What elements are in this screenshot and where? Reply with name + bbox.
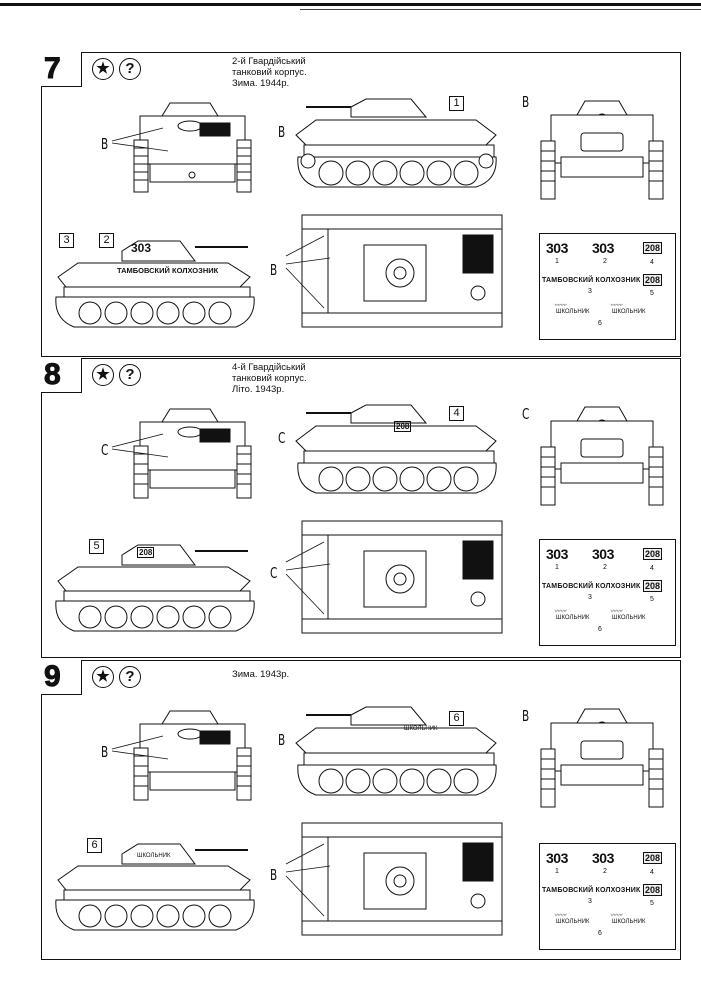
- color-tag: B: [522, 93, 530, 111]
- decal-303: 303: [546, 240, 568, 256]
- color-tag: B: [278, 123, 286, 141]
- tank-top-view: [301, 822, 503, 936]
- color-tag: C: [101, 441, 109, 459]
- scheme-caption: Зима. 1943р.: [232, 669, 290, 680]
- turret-number: 208: [394, 421, 412, 432]
- leader-lines: [111, 735, 169, 760]
- decal-sheet: 303 303 208 208 1 2 4 ТАМБОВСКИЙ КОЛХОЗН…: [539, 233, 676, 340]
- tank-front-view: [133, 102, 252, 193]
- color-tag: C: [278, 429, 286, 447]
- marking-callout: 3: [59, 233, 74, 248]
- color-tag: B: [278, 731, 286, 749]
- color-tag: B: [270, 261, 278, 279]
- color-tag: B: [101, 743, 109, 761]
- decal-208: 208: [643, 852, 663, 864]
- decal-signature: 〰〰: [610, 303, 623, 309]
- decal-208: 208: [643, 884, 663, 896]
- color-tag: C: [522, 405, 530, 423]
- decal-303: 303: [546, 850, 568, 866]
- scheme-number-box: 9: [41, 660, 82, 695]
- tank-side-view: [295, 404, 497, 494]
- decal-signature: 〰〰: [610, 913, 623, 919]
- leader-lines: [285, 235, 331, 309]
- tank-top-view: [301, 520, 503, 634]
- turret-number: 208: [137, 547, 155, 558]
- marking-callout: 1: [449, 96, 464, 111]
- tank-rear-view: [540, 406, 664, 506]
- star-in-circle-icon: ★: [92, 58, 114, 80]
- scheme-panel-7: 7 ★ ? 2-й Гвардійський танковий корпус. …: [41, 52, 681, 357]
- scheme-number: 7: [44, 52, 62, 86]
- question-mark-icon: ?: [119, 364, 141, 386]
- decal-signature: 〰〰: [554, 913, 567, 919]
- marking-callout: 5: [89, 539, 104, 554]
- decal-sheet: 303 303 208 208 1 2 4 ТАМБОВСКИЙ КОЛХОЗН…: [539, 843, 676, 950]
- tank-top-view: [301, 214, 503, 328]
- scheme-caption: 4-й Гвардійський танковий корпус. Літо. …: [232, 362, 307, 395]
- decal-208: 208: [643, 274, 663, 286]
- decal-signature: 〰〰: [554, 303, 567, 309]
- scheme-caption: 2-й Гвардійський танковий корпус. Зима. …: [232, 56, 307, 89]
- tank-front-view: [133, 408, 252, 499]
- leader-lines: [285, 843, 331, 917]
- decal-208: 208: [643, 242, 663, 254]
- decal-208: 208: [643, 548, 663, 560]
- color-tag: C: [270, 564, 278, 582]
- decal-303: 303: [592, 240, 614, 256]
- tank-front-view: [133, 710, 252, 801]
- scheme-number: 9: [44, 660, 62, 694]
- marking-callout: 6: [449, 711, 464, 726]
- decal-303: 303: [546, 546, 568, 562]
- decal-303: 303: [592, 850, 614, 866]
- decal-sheet: 303 303 208 208 1 2 4 ТАМБОВСКИЙ КОЛХОЗН…: [539, 539, 676, 646]
- decal-208: 208: [643, 580, 663, 592]
- hull-slogan: ТАМБОВСКИЙ КОЛХОЗНИК: [117, 266, 219, 275]
- decal-signature: 〰〰: [610, 609, 623, 615]
- turret-signature: ШКОЛЬНИК: [404, 726, 438, 732]
- color-tag: B: [522, 707, 530, 725]
- tank-side-view-left: [55, 544, 255, 632]
- decal-slogan: ТАМБОВСКИЙ КОЛХОЗНИК: [542, 277, 641, 284]
- tank-rear-view: [540, 100, 664, 200]
- star-in-circle-icon: ★: [92, 364, 114, 386]
- marking-callout: 4: [449, 406, 464, 421]
- tank-side-view: [295, 706, 497, 796]
- question-mark-icon: ?: [119, 666, 141, 688]
- decal-slogan: ТАМБОВСКИЙ КОЛХОЗНИК: [542, 583, 641, 590]
- leader-lines: [285, 541, 331, 615]
- marking-callout: 6: [87, 838, 102, 853]
- tank-side-view: [295, 98, 497, 188]
- marking-callout: 2: [99, 233, 114, 248]
- scheme-number-box: 7: [41, 52, 82, 87]
- color-tag: B: [101, 135, 109, 153]
- leader-lines: [111, 127, 169, 152]
- tank-side-view-left: [55, 240, 255, 328]
- scheme-number-box: 8: [41, 358, 82, 393]
- decal-slogan: ТАМБОВСКИЙ КОЛХОЗНИК: [542, 887, 641, 894]
- tank-rear-view: [540, 708, 664, 808]
- top-rule: [0, 3, 701, 6]
- star-in-circle-icon: ★: [92, 666, 114, 688]
- scheme-number: 8: [44, 358, 62, 392]
- decal-signature: 〰〰: [554, 609, 567, 615]
- turret-signature: ШКОЛЬНИК: [137, 853, 171, 859]
- top-rule-thin: [300, 9, 701, 10]
- scheme-panel-9: 9 ★ ? Зима. 1943р. B ШКОЛЬНИК B 6: [41, 660, 681, 960]
- turret-number: 303: [131, 241, 152, 255]
- question-mark-icon: ?: [119, 58, 141, 80]
- color-tag: B: [270, 866, 278, 884]
- scheme-panel-8: 8 ★ ? 4-й Гвардійський танковий корпус. …: [41, 358, 681, 658]
- tank-side-view-left: [55, 843, 255, 931]
- leader-lines: [111, 433, 169, 458]
- decal-303: 303: [592, 546, 614, 562]
